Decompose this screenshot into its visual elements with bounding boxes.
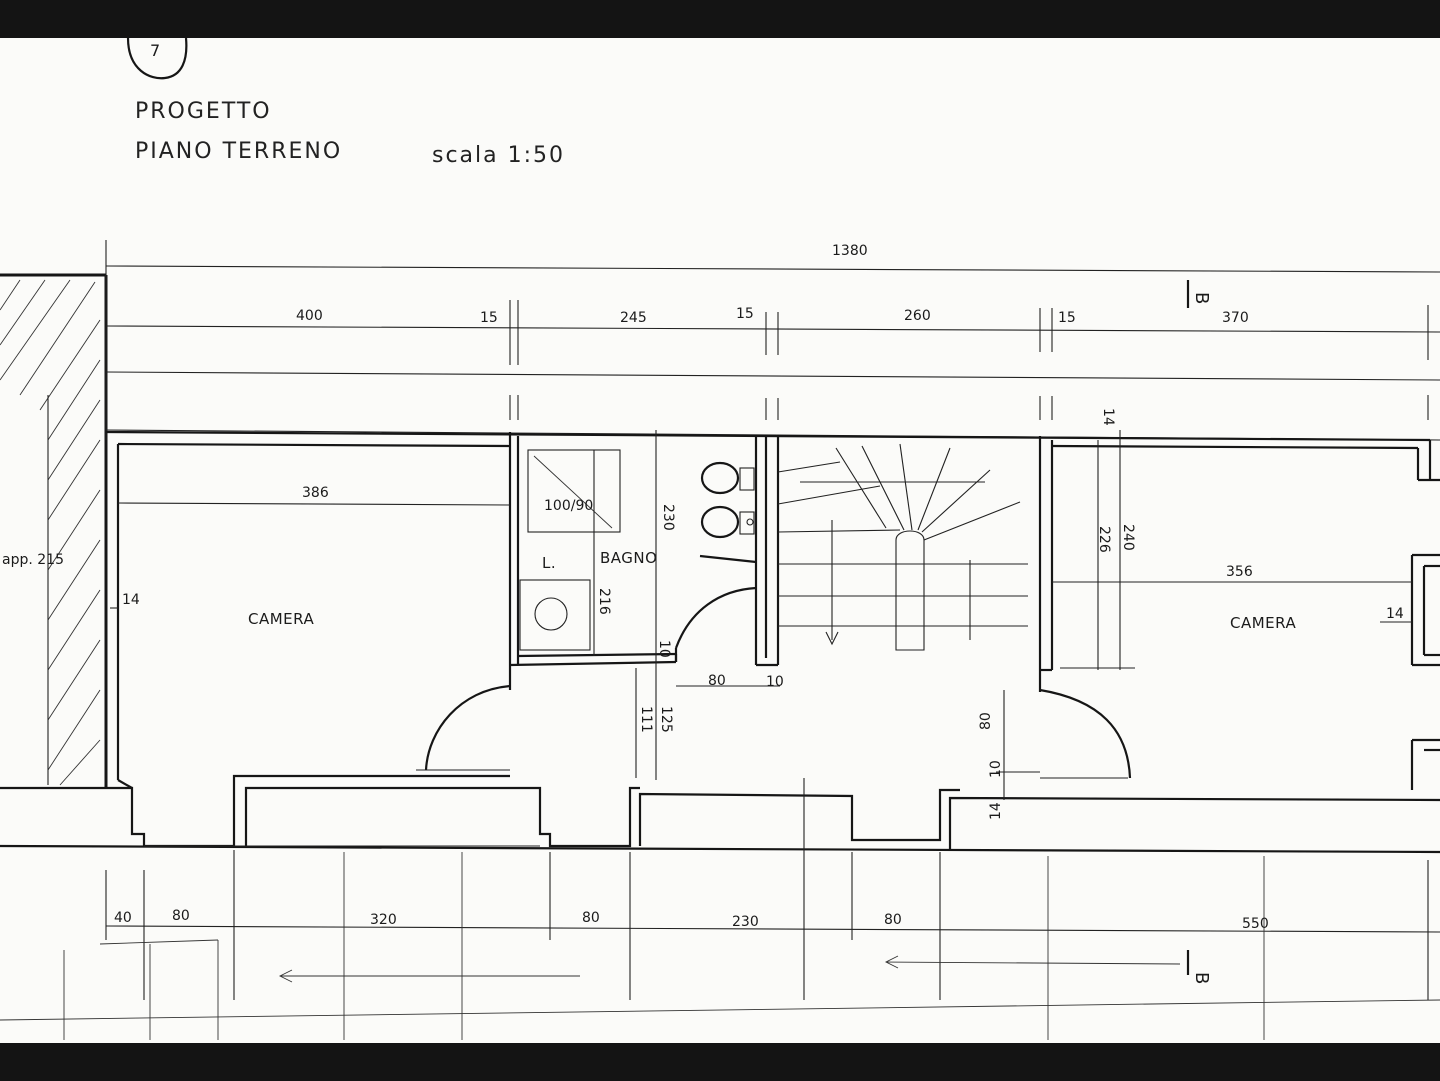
dim-bottom-4: 80: [582, 910, 600, 926]
camera-right-label: CAMERA: [1230, 614, 1296, 632]
dim-door-right-wall: 10: [988, 760, 1004, 778]
toilet: [700, 461, 740, 495]
camera-left-label: CAMERA: [248, 610, 314, 628]
drawing-title: PROGETTO: [135, 99, 272, 124]
dim-top-6: 15: [1058, 310, 1076, 326]
dim-wall-left: 14: [122, 592, 140, 608]
washing-machine: [519, 579, 591, 651]
dim-left-width: 386: [302, 485, 329, 501]
dim-bath-wall: 10: [656, 640, 672, 658]
bathroom-fixtures: [519, 449, 757, 651]
building-walls: [0, 430, 1440, 854]
hatched-wall: [0, 273, 108, 788]
shower-tray: [527, 449, 621, 533]
floor-plan-drawing: 7 PROGETTO PIANO TERRENO scala 1:50: [0, 38, 1440, 1040]
dim-right-inner: 226: [1096, 526, 1112, 553]
bottom-letterbox-bar: [0, 1043, 1440, 1081]
dim-bath-height: 230: [660, 504, 676, 531]
dim-bottom-5: 230: [732, 914, 759, 930]
dim-wall-right: 14: [1386, 606, 1404, 622]
dim-bottom-3: 320: [370, 912, 397, 928]
dim-top-wall: 14: [1100, 408, 1116, 426]
floor-plan-sheet: 7 PROGETTO PIANO TERRENO scala 1:50: [0, 38, 1440, 1043]
dim-top-3: 245: [620, 310, 647, 326]
dim-total: 1380: [832, 243, 868, 259]
dim-door-wall: 10: [766, 674, 784, 690]
towel-rail: [699, 554, 757, 564]
top-dimension-lines: [105, 240, 1440, 441]
interior-dimension-lines: [110, 430, 1412, 1000]
dim-bottom-6: 80: [884, 912, 902, 928]
dim-bottom-wall: 14: [988, 802, 1004, 820]
dim-top-1: 400: [296, 308, 323, 324]
dim-bottom-2: 80: [172, 908, 190, 924]
bidet: [700, 505, 740, 539]
dim-right-height: 240: [1120, 524, 1136, 551]
dim-top-2: 15: [480, 310, 498, 326]
shower-label: 100/90: [544, 498, 593, 514]
section-mark-b-bottom: B: [1191, 972, 1212, 984]
dim-top-4: 15: [736, 306, 754, 322]
sheet-number-circle: [126, 38, 188, 80]
dim-bottom-1: 40: [114, 910, 132, 926]
drawing-scale: scala 1:50: [432, 143, 565, 168]
lavabo-label: L.: [542, 554, 556, 572]
dim-door-width: 80: [708, 673, 726, 689]
doors: [416, 586, 1132, 779]
staircase: [777, 443, 1028, 651]
dim-h125: 125: [658, 706, 674, 733]
bagno-label: BAGNO: [600, 549, 657, 567]
section-mark-top: B: [1186, 280, 1212, 308]
section-mark-b-top: B: [1191, 292, 1212, 304]
dim-door-right: 80: [978, 712, 994, 730]
dim-right-width: 356: [1226, 564, 1253, 580]
drawing-subtitle: PIANO TERRENO: [135, 139, 342, 164]
sheet-number: 7: [150, 41, 160, 60]
dim-top-7: 370: [1222, 310, 1249, 326]
dim-bath-inner: 216: [596, 588, 612, 615]
dim-bottom-7: 550: [1242, 916, 1269, 932]
dim-external-height: app. 215: [2, 552, 64, 568]
bottom-dimension-lines: [0, 850, 1440, 1040]
dim-h111: 111: [638, 706, 654, 733]
dim-top-5: 260: [904, 308, 931, 324]
top-letterbox-bar: [0, 0, 1440, 38]
